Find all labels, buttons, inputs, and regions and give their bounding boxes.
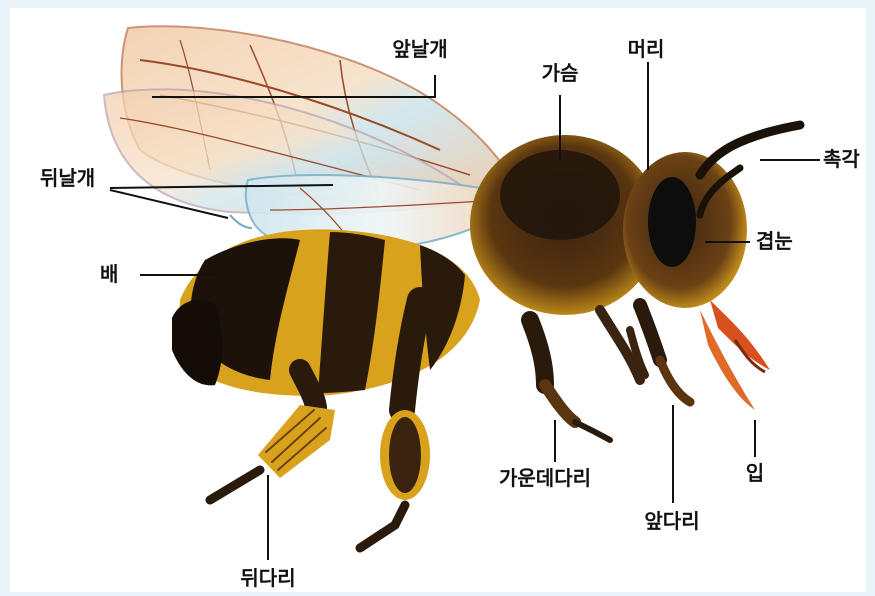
- label-mouth: 입: [746, 461, 764, 485]
- label-foreleg: 앞다리: [644, 509, 699, 533]
- label-midleg: 가운데다리: [499, 466, 591, 490]
- label-abdomen: 배: [100, 262, 118, 286]
- label-thorax: 가슴: [542, 61, 579, 85]
- compound-eye: [648, 177, 696, 267]
- label-hindwing: 뒤날개: [40, 166, 95, 190]
- label-head: 머리: [628, 37, 665, 61]
- label-antenna: 촉각: [823, 147, 860, 171]
- label-compound-eye: 겹눈: [756, 229, 793, 253]
- label-forewing: 앞날개: [392, 37, 447, 61]
- label-hindleg: 뒤다리: [240, 566, 295, 590]
